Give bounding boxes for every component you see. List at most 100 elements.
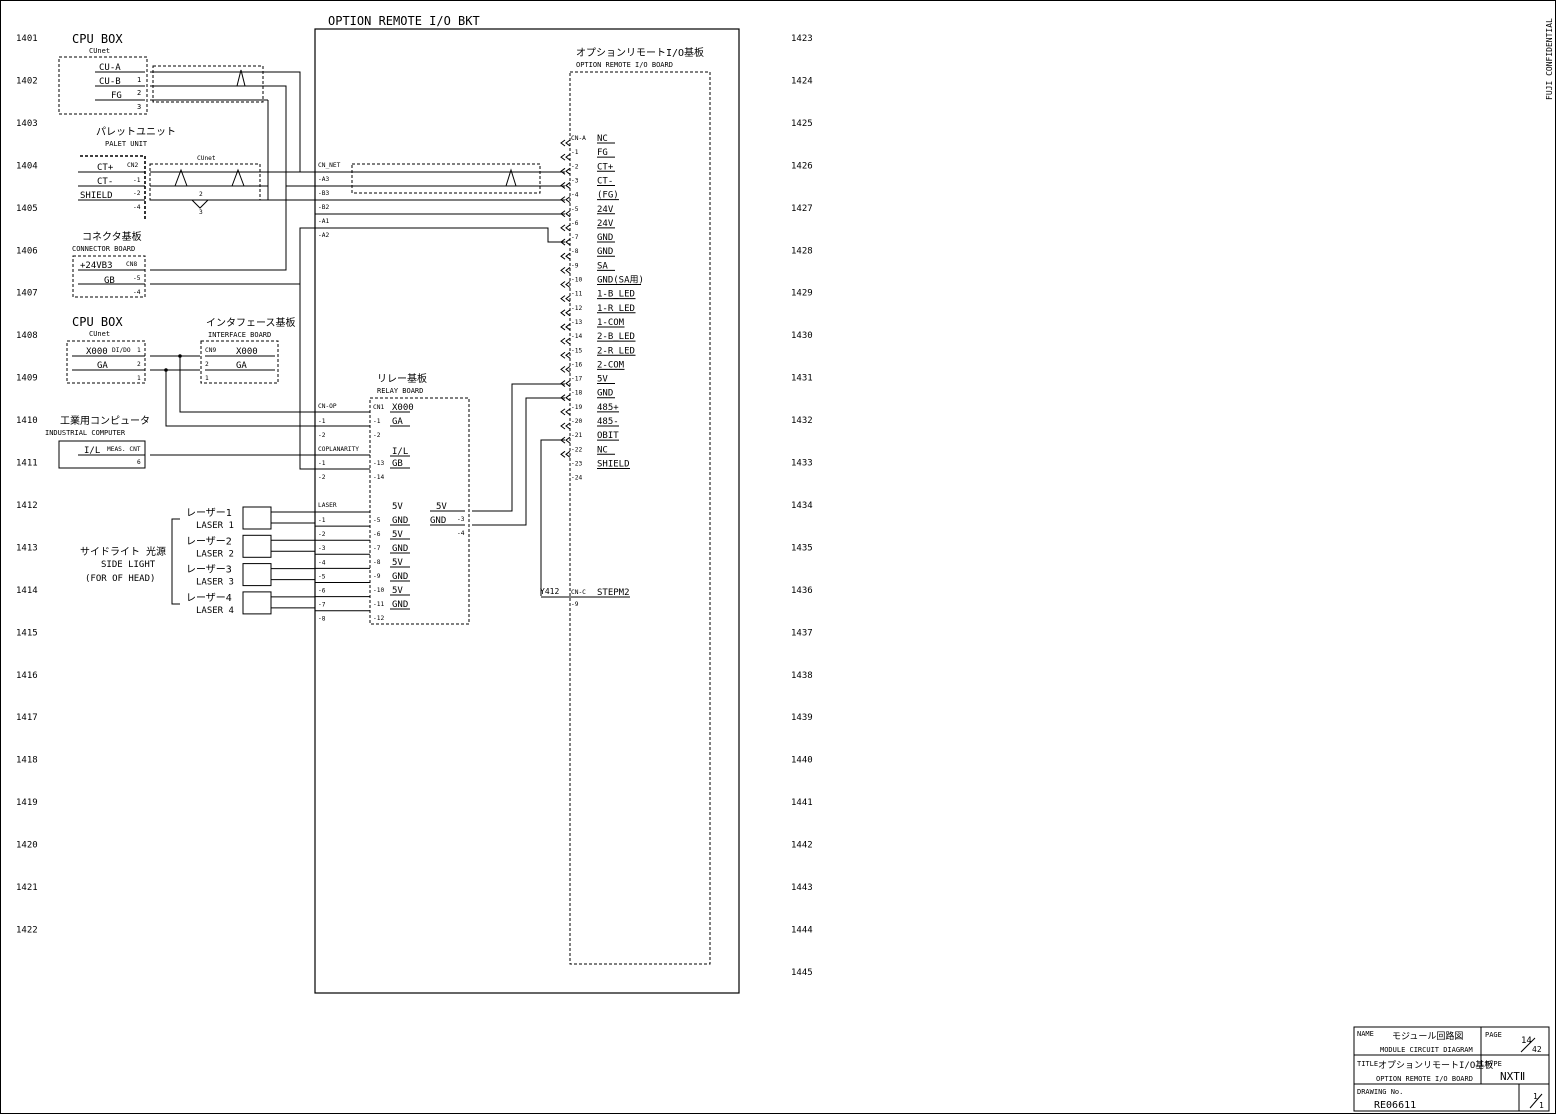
connector-board-sig-24vb3: +24VB3 [80,261,113,271]
line-number-1444: 1444 [791,925,813,935]
wire [560,153,571,161]
side-light: サイドライト 光源 SIDE LIGHT (FOR OF HEAD) レーザー1… [80,506,315,616]
relay-pin: -10 [373,587,384,594]
industrial-computer: 工業用コンピュータ INDUSTRIAL COMPUTER I/L MEAS. … [45,414,315,469]
svg-text:MEAS. CNT: MEAS. CNT [107,446,141,453]
palet-unit-sig-ctp: CT+ [97,163,114,173]
wire [271,596,315,609]
cn-a-signal: 2-R_LED [597,346,635,356]
laser-conn-pin: -7 [318,602,326,609]
svg-text:2: 2 [205,361,209,368]
relay-signal: 5V [392,586,403,596]
wire [560,266,571,274]
svg-text:-A2: -A2 [318,232,329,239]
line-number-1418: 1418 [16,756,38,766]
palet-unit-sig-ctm: CT- [97,177,113,187]
cn-a-signal: OBIT [597,431,619,441]
line-number-1429: 1429 [791,289,813,299]
line-number-1416: 1416 [16,671,38,681]
line-number-1436: 1436 [791,586,813,596]
coplanarity-label: COPLANARITY [318,446,359,453]
tb-name-label: NAME [1357,1030,1374,1038]
cpu-box-1-pin-1: 1 [137,76,141,84]
cn-c-stepm2: STEPM2 [597,588,630,598]
cn-a-signal: CT- [597,176,613,186]
cn-a-pin: -23 [571,460,582,467]
line-number-1419: 1419 [16,798,38,808]
laser-3-box [242,563,272,587]
cn-op-label: CN-OP [318,403,337,410]
line-number-1433: 1433 [791,459,813,469]
laser-conn-pin: -2 [318,531,326,538]
cn-a-signal: 1-B_LED [597,290,635,300]
cpu-box-2-title: CPU BOX [72,315,123,329]
tb-page-total: 42 [1532,1045,1542,1054]
line-number-1406: 1406 [16,246,38,256]
laser-conn-label: LASER [318,502,337,509]
tb-title-en: OPTION REMOTE I/O BOARD [1376,1075,1473,1083]
remote-io-board: オプションリモートI/O基板 OPTION REMOTE I/O BOARD C… [540,46,711,965]
svg-text:2: 2 [199,191,203,198]
relay-signal: GB [392,459,403,469]
tb-drawing-no: RE06611 [1374,1100,1416,1111]
laser-1-jp: レーザー1 [186,507,232,519]
line-number-1404: 1404 [16,161,38,171]
interface-board-title-jp: インタフェース基板 [206,316,296,329]
side-light-title-en: SIDE LIGHT [101,560,156,570]
relay-right-gnd: GND [430,516,446,526]
palet-unit-sig-shield: SHIELD [80,191,113,201]
interface-board-title-en: INTERFACE BOARD [208,331,271,339]
cn-a-signal: 2-COM [597,360,625,370]
wire [271,511,315,524]
line-number-1424: 1424 [791,76,813,86]
cn-a-pin: -5 [571,206,579,213]
wire [560,139,571,147]
line-number-1439: 1439 [791,713,813,723]
cn-a-signal: NC [597,134,608,144]
relay-signal: 5V [392,530,403,540]
relay-pin: -12 [373,615,384,622]
bkt-connectors: CN_NET -A3 -B3 -B2 -A1 -A2 CN-OP -1 -2 C… [299,162,565,623]
connector-board-sig-gb: GB [104,276,115,286]
industrial-computer-title-jp: 工業用コンピュータ [60,414,150,427]
palet-unit-conn: CN2 [127,162,138,169]
laser-3-jp: レーザー3 [186,564,232,576]
svg-text:-B2: -B2 [318,204,329,211]
relay-signal: GND [392,544,408,554]
tb-type-label: TYPE [1485,1060,1502,1068]
wire [560,224,571,232]
laser-conn-pin: -8 [318,616,326,623]
cn-a-pin: -22 [571,446,582,453]
line-number-1414: 1414 [16,586,38,596]
line-number-1401: 1401 [16,34,38,44]
wire [560,167,571,175]
laser-conn-pin: -1 [318,517,326,524]
wire [560,394,571,402]
line-number-1427: 1427 [791,204,813,214]
svg-text:-9: -9 [571,601,579,608]
cn-a-pin: -19 [571,404,582,411]
relay-pin: -1 [373,418,381,425]
relay-board-il: I/L [392,447,408,457]
line-number-1423: 1423 [791,34,813,44]
cn-a-pin: -20 [571,418,582,425]
bracket-title: OPTION REMOTE I/O BKT [328,14,480,28]
wire [560,182,571,189]
interface-board-sig-ga: GA [236,361,247,371]
relay-pin: -13 [373,460,384,467]
cn-a-pin: -18 [571,390,582,397]
line-number-1409: 1409 [16,374,38,384]
line-number-1403: 1403 [16,119,38,129]
industrial-computer-title-en: INDUSTRIAL COMPUTER [45,429,126,437]
laser-conn-pins: -1-2-3-4-5-6-7-8 [315,511,370,623]
svg-text:-A1: -A1 [318,218,329,225]
line-number-1428: 1428 [791,246,813,256]
tb-page-label: PAGE [1485,1031,1502,1039]
cn-a-pin: -13 [571,319,582,326]
wire [560,295,571,303]
relay-5v-label: 5V [392,502,403,512]
relay-right-5v: 5V [436,502,447,512]
cn-a-pin: CN-A [571,135,586,142]
